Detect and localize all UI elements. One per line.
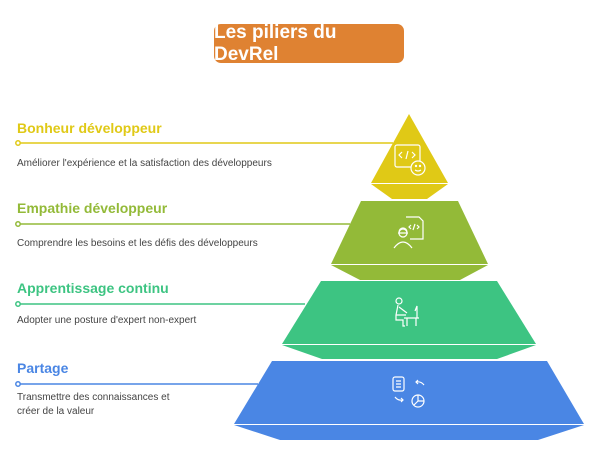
pyramid-level-3-facet (282, 345, 536, 359)
pyramid-level-1-facet (371, 184, 448, 199)
pyramid-level-2-face (331, 201, 488, 264)
pyramid-level-4-facet (234, 425, 584, 440)
developer-code-icon (393, 216, 424, 249)
connector-dot-2 (15, 221, 21, 227)
level-4-title: Partage (17, 360, 69, 376)
level-1-title: Bonheur développeur (17, 120, 162, 136)
pyramid-level-3-face (282, 281, 536, 344)
diagram-title: Les piliers du DevRel (214, 22, 404, 65)
level-3-title: Apprentissage continu (17, 280, 169, 296)
level-2-title: Empathie développeur (17, 200, 168, 216)
connector-dot-4 (15, 381, 21, 387)
pyramid-level-1-face (371, 114, 448, 183)
connector-dot-1 (15, 140, 21, 146)
pyramid-level-4-face (234, 361, 584, 424)
pyramid-level-2-facet (331, 265, 488, 280)
level-2-description: Comprendre les besoins et les défis des … (17, 238, 258, 249)
level-1-description: Améliorer l'expérience et la satisfactio… (17, 158, 272, 169)
level-4-description: Transmettre des connaissances et créer d… (17, 392, 170, 417)
person-at-desk-icon (395, 297, 419, 327)
document-exchange-icon (392, 376, 425, 408)
connector-dot-3 (15, 301, 21, 307)
code-smiley-icon (394, 144, 426, 176)
level-3-description: Adopter une posture d'expert non-expert (17, 315, 197, 326)
